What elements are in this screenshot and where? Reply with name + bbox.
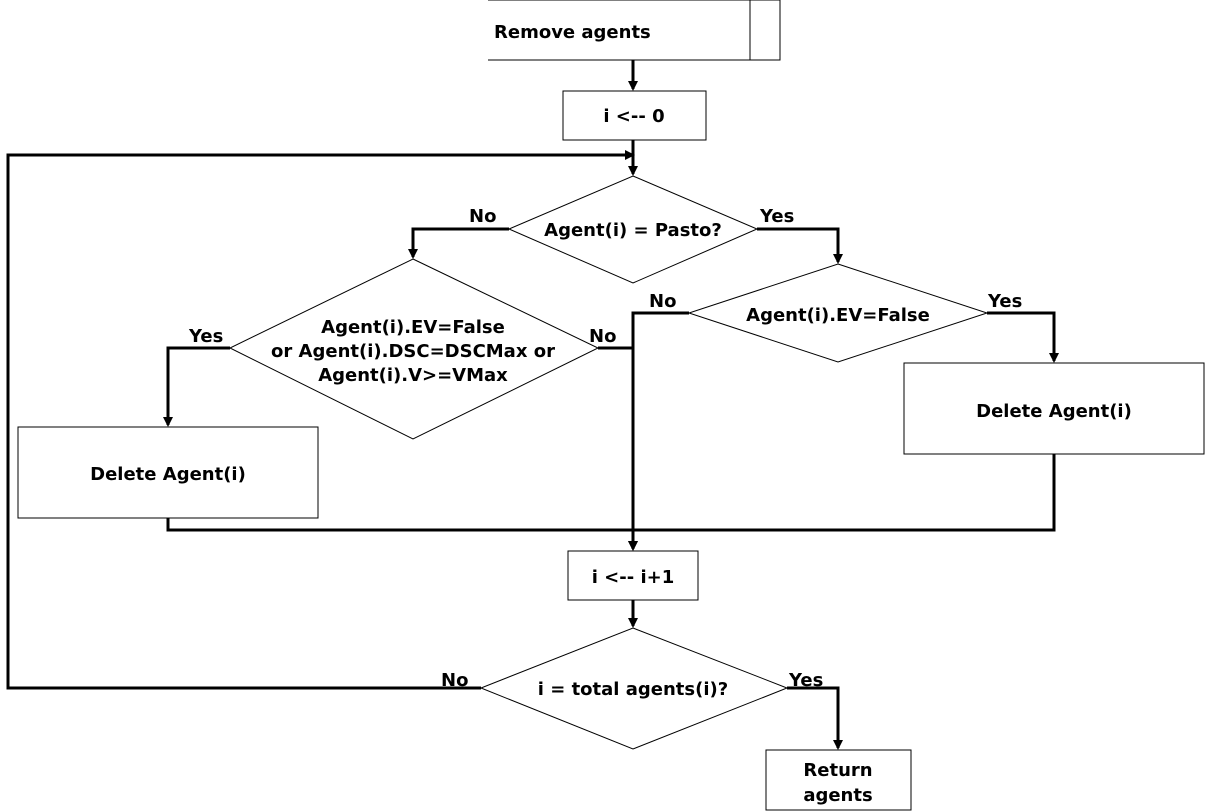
label-left-no: No [589, 326, 616, 347]
label-left-yes: Yes [188, 326, 223, 347]
label-pasto-no: No [469, 206, 496, 227]
delete-left-node: Delete Agent(i) [17, 426, 319, 519]
end-decision: i = total agents(i)? [479, 627, 789, 750]
pasto-decision: Agent(i) = Pasto? [507, 175, 759, 284]
arrow-left-no [598, 346, 638, 551]
label-end-no: No [441, 670, 468, 691]
arrow-loop-back [6, 150, 635, 690]
arrow-right-no [628, 311, 689, 551]
arrow-end-yes [787, 686, 843, 750]
return-node: Return agents [765, 749, 912, 811]
increment-label: i <-- i+1 [592, 567, 675, 588]
label-right-yes: Yes [987, 291, 1022, 312]
delete-right-label: Delete Agent(i) [976, 401, 1132, 422]
label-right-no: No [649, 291, 676, 312]
init-node-label: i <-- 0 [603, 106, 664, 127]
return-label-line-1: Return [803, 760, 872, 781]
right-decision-label: Agent(i).EV=False [746, 305, 930, 326]
delete-right-node: Delete Agent(i) [903, 362, 1205, 455]
left-decision-line-2: or Agent(i).DSC=DSCMax or [271, 341, 555, 362]
right-decision: Agent(i).EV=False [687, 263, 989, 363]
init-node: i <-- 0 [562, 90, 707, 141]
delete-left-label: Delete Agent(i) [90, 464, 246, 485]
left-decision: Agent(i).EV=False or Agent(i).DSC=DSCMax… [228, 258, 600, 440]
increment-node: i <-- i+1 [567, 550, 699, 601]
arrow-pasto-no [408, 227, 509, 259]
start-node: Remove agents [488, 0, 781, 61]
return-label-line-2: agents [803, 785, 872, 806]
line-delete-right-merge [633, 454, 1056, 532]
arrow-pasto-yes [757, 227, 843, 264]
label-pasto-yes: Yes [759, 206, 794, 227]
end-decision-label: i = total agents(i)? [538, 679, 728, 700]
pasto-decision-label: Agent(i) = Pasto? [544, 220, 722, 241]
arrow-left-yes [163, 346, 230, 427]
line-delete-left-merge [166, 518, 633, 532]
left-decision-line-3: Agent(i).V>=VMax [318, 365, 508, 386]
arrow-right-yes [987, 311, 1059, 363]
start-node-label: Remove agents [494, 22, 651, 43]
left-decision-line-1: Agent(i).EV=False [321, 317, 505, 338]
label-end-yes: Yes [788, 670, 823, 691]
